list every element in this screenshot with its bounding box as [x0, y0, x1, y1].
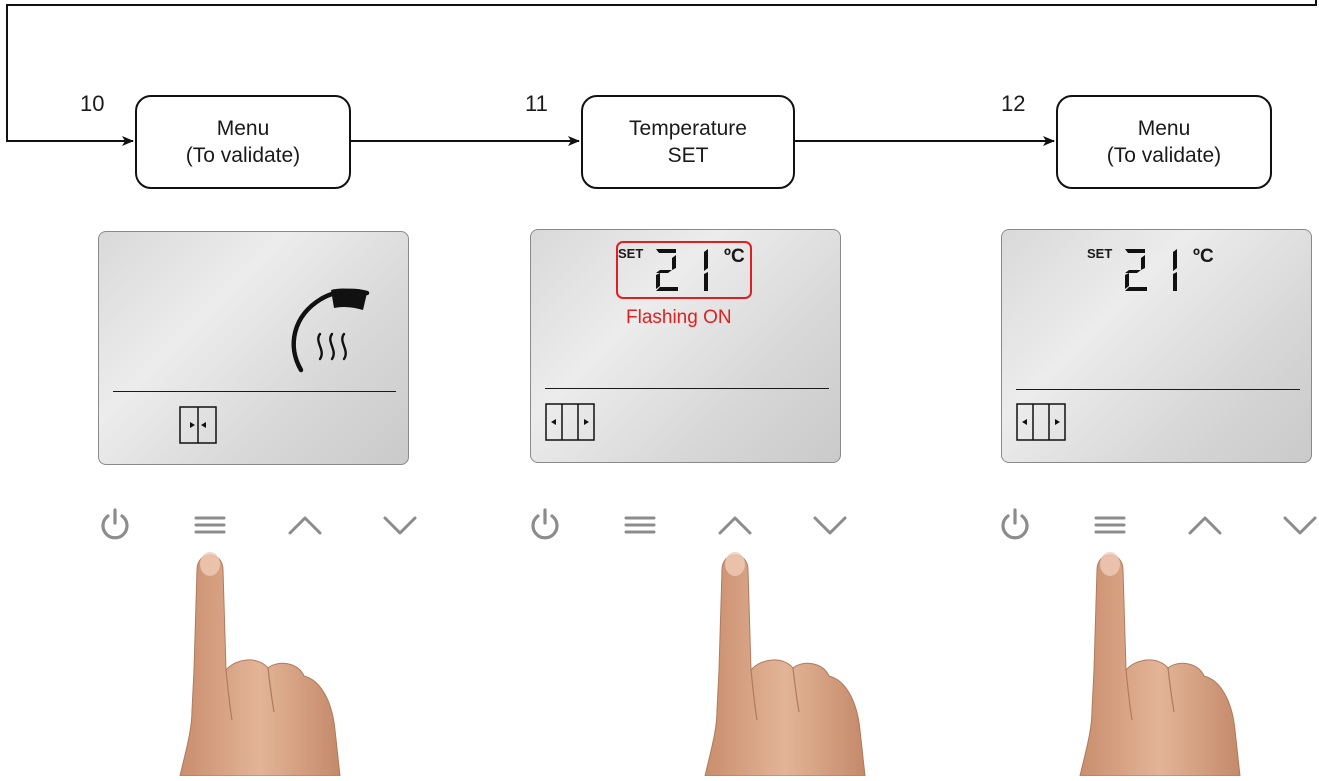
step-number-11: 11 — [525, 91, 548, 116]
window-open-icon — [545, 403, 595, 441]
up-arrow-icon — [1188, 516, 1222, 535]
power-icon — [1001, 508, 1029, 540]
pressing-finger — [695, 540, 895, 781]
power-button[interactable] — [527, 507, 563, 548]
loop-back-arrow — [6, 0, 1317, 146]
up-arrow-icon — [288, 516, 322, 535]
flashing-highlight-box — [616, 241, 752, 299]
step-box-title: Temperature — [629, 117, 747, 140]
menu-button[interactable] — [622, 507, 658, 548]
down-button[interactable] — [1282, 507, 1318, 548]
down-arrow-icon — [813, 516, 847, 535]
down-button[interactable] — [812, 507, 848, 548]
thermostat-display-step-12: SET 21 ºC — [1001, 229, 1312, 463]
menu-button[interactable] — [1092, 507, 1128, 548]
temperature-digits: 21 — [656, 249, 708, 291]
step-number-10: 10 — [80, 91, 105, 116]
thermostat-display-step-11: SET 21 ºC Flashing ON — [530, 229, 841, 463]
power-icon — [531, 508, 559, 540]
up-button[interactable] — [287, 507, 323, 548]
power-button[interactable] — [997, 507, 1033, 548]
power-icon — [101, 508, 129, 540]
down-button[interactable] — [382, 507, 418, 548]
display-divider — [1016, 389, 1300, 391]
step-box-menu-validate: Menu (To validate) — [135, 95, 351, 189]
pressing-finger — [170, 540, 370, 781]
up-button[interactable] — [1187, 507, 1223, 548]
power-button[interactable] — [97, 507, 133, 548]
menu-icon — [624, 516, 656, 534]
step-box-subtitle: (To validate) — [185, 144, 301, 167]
step-box-menu-validate: Menu (To validate) — [1056, 95, 1272, 189]
set-label: SET — [618, 246, 644, 261]
menu-button[interactable] — [192, 507, 228, 548]
display-divider — [113, 391, 396, 393]
menu-icon — [194, 516, 226, 534]
display-divider — [545, 388, 829, 390]
temperature-unit: ºC — [1193, 246, 1214, 267]
down-arrow-icon — [383, 516, 417, 535]
temperature-digits: 21 — [1125, 249, 1177, 291]
step-number-12: 12 — [1001, 91, 1026, 116]
step-box-title: Menu — [216, 117, 270, 140]
menu-icon — [1094, 516, 1126, 534]
pressing-finger — [1070, 540, 1270, 781]
thermostat-display-step-10 — [98, 231, 409, 465]
window-closing-icon — [179, 406, 217, 444]
set-label: SET — [1087, 246, 1113, 261]
step-box-subtitle: SET — [667, 144, 709, 167]
up-arrow-icon — [718, 516, 752, 535]
step-box-title: Menu — [1137, 117, 1191, 140]
window-open-icon — [1016, 403, 1066, 441]
down-arrow-icon — [1283, 516, 1317, 535]
up-button[interactable] — [717, 507, 753, 548]
step-box-temperature-set: Temperature SET — [581, 95, 795, 189]
flashing-on-label: Flashing ON — [626, 307, 732, 328]
step-box-subtitle: (To validate) — [1106, 144, 1222, 167]
heating-waves-icon — [291, 288, 370, 373]
temperature-unit: ºC — [724, 246, 745, 267]
